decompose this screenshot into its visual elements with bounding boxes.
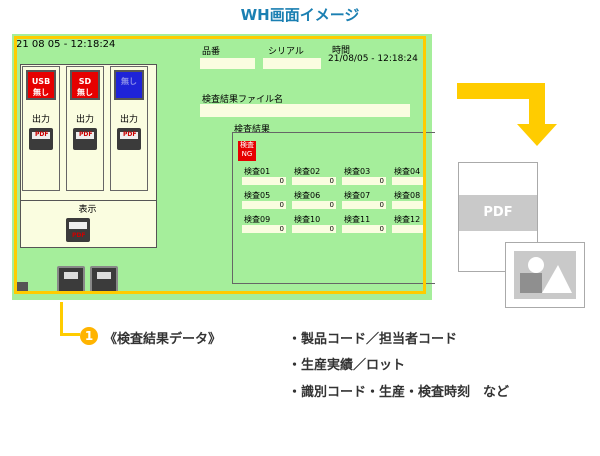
check-label: 検査01 [244,167,271,176]
check-value: 0 [242,201,286,209]
check-value [392,225,426,233]
check-value: 0 [242,225,286,233]
annotation-item-3: ・識別コード・生産・検査時刻 など [288,385,510,400]
check-value [392,201,426,209]
check-label: 検査10 [294,215,321,224]
hinban-field[interactable] [200,58,255,69]
annotation-badge: 1 [80,327,98,345]
time-label: 時間 [332,46,351,56]
check-value: 0 [242,177,286,185]
check-label: 検査03 [344,167,371,176]
ng-indicator: 検査 NG [238,141,256,161]
result-file-field[interactable] [200,104,410,117]
media3-status-button[interactable]: 無し [114,70,144,100]
display-label: 表示 [78,205,97,215]
usb-status-button[interactable]: USB 無し [26,70,56,100]
check-value: 0 [292,201,336,209]
check-label: 検査06 [294,191,321,200]
clock-display: 21 08 05 - 12:18:24 [16,39,116,50]
result-file-label: 検査結果ファイル名 [202,95,284,105]
annotation-title: 《検査結果データ》 [104,332,222,347]
check-label: 検査11 [344,215,371,224]
serial-field[interactable] [263,58,321,69]
hinban-label: 品番 [202,47,221,57]
check-label: 検査08 [394,191,421,200]
print-button-2[interactable] [90,266,118,294]
sd-status-button[interactable]: SD 無し [70,70,100,100]
check-value: 0 [342,177,386,185]
time-value: 21/08/05 - 12:18:24 [328,54,418,64]
pdf-display-icon[interactable]: PDF [66,218,90,242]
screen-highlight-frame [14,36,426,294]
pdf-output-icon-2[interactable]: PDF [73,128,97,150]
check-value: 0 [292,177,336,185]
output-label-3: 出力 [119,115,138,125]
pdf-document-label: PDF [459,195,537,231]
arrow-shaft-vertical [529,83,545,127]
print-button-1[interactable] [57,266,85,294]
pdf-output-icon-1[interactable]: PDF [29,128,53,150]
annotation-connector [60,302,80,336]
annotation-item-1: ・製品コード／担当者コード [288,332,458,347]
result-box [232,132,435,284]
check-label: 検査09 [244,215,271,224]
check-value: 0 [292,225,336,233]
check-value: 0 [342,201,386,209]
serial-label: シリアル [268,47,304,57]
check-label: 検査12 [394,215,421,224]
annotation-item-2: ・生産実績／ロット [288,358,406,373]
output-label-1: 出力 [31,115,50,125]
page-title: WH画面イメージ [240,6,360,24]
result-title: 検査結果 [234,125,271,135]
check-label: 検査04 [394,167,421,176]
check-label: 検査02 [294,167,321,176]
check-label: 検査05 [244,191,271,200]
image-glyph-icon [520,257,572,293]
check-label: 検査07 [344,191,371,200]
check-value: 0 [342,225,386,233]
arrow-shaft-horizontal [457,83,545,99]
pdf-output-icon-3[interactable]: PDF [117,128,141,150]
check-value [392,177,426,185]
output-label-2: 出力 [75,115,94,125]
arrow-down-icon [517,124,557,146]
